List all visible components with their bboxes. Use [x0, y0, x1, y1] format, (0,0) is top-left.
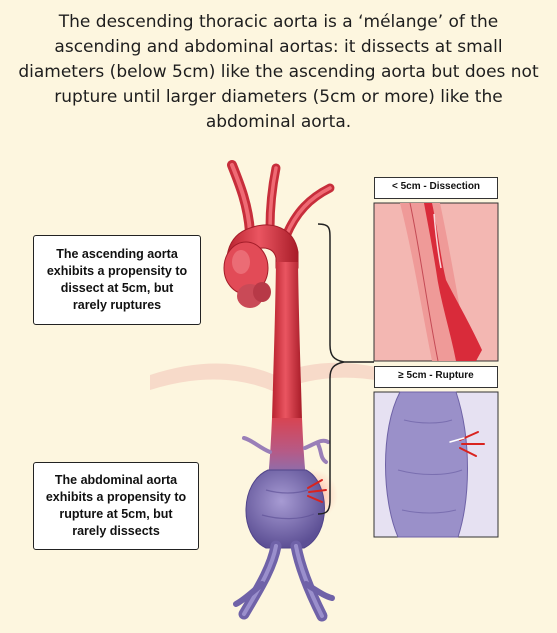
dissection-panel-image [374, 203, 498, 361]
abdominal-aorta-note: The abdominal aorta exhibits a propensit… [33, 462, 199, 550]
abdominal-aneurysm [246, 469, 338, 548]
ascending-aorta-note: The ascending aorta exhibits a propensit… [33, 235, 201, 325]
diaphragm-shape [150, 363, 395, 392]
rupture-panel-image [374, 392, 498, 537]
rupture-label: ≥ 5cm - Rupture [374, 366, 498, 388]
dissection-label: < 5cm - Dissection [374, 177, 498, 199]
descending-thoracic-aorta [268, 262, 306, 478]
arch-branch-vessels [232, 165, 330, 236]
iliac-arteries [236, 546, 332, 616]
